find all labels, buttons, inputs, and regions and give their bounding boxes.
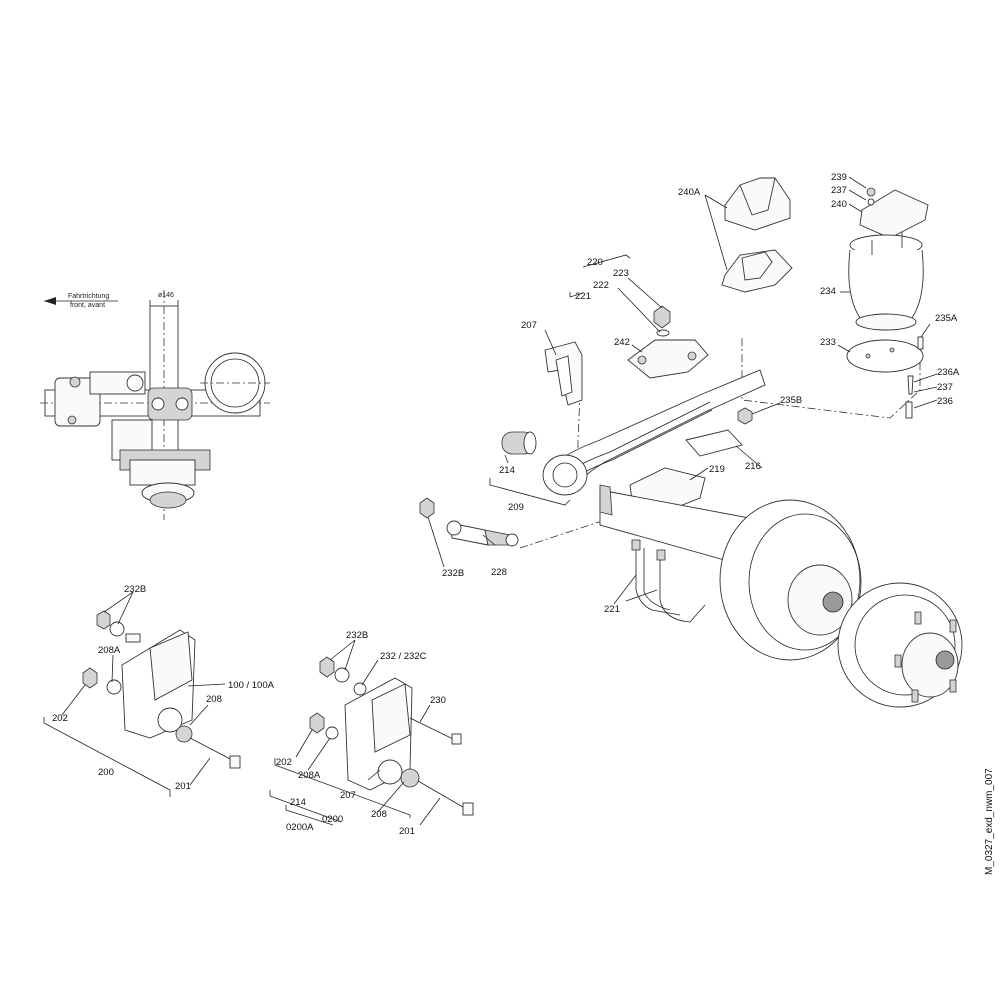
label-232B-left: 232B <box>124 584 146 595</box>
label-200: 200 <box>98 767 114 778</box>
diameter-label: ø146 <box>158 292 174 299</box>
label-201-left: 201 <box>175 781 191 792</box>
part-240-bellow-top-plate <box>859 187 929 239</box>
label-236: 236 <box>937 396 953 407</box>
label-242: 242 <box>614 337 630 348</box>
part-235B-nut <box>737 407 753 425</box>
direction-arrow-icon <box>44 297 118 305</box>
label-208-mid: 208 <box>371 809 387 820</box>
top-view-assembly: Fahrtrichtung front, avant ø146 <box>40 290 270 520</box>
part-235A-bolt <box>917 336 924 350</box>
brake-drum <box>719 499 862 661</box>
label-209: 209 <box>508 502 524 513</box>
label-236A: 236A <box>937 367 960 378</box>
part-233-piston-plate <box>846 339 924 373</box>
bracket-assembly-100 <box>82 610 241 769</box>
label-208-left: 208 <box>206 694 222 705</box>
label-240: 240 <box>831 199 847 210</box>
label-100-100A: 100 / 100A <box>228 680 275 691</box>
label-235A: 235A <box>935 313 958 324</box>
label-202-left: 202 <box>52 713 68 724</box>
label-235B: 235B <box>780 395 802 406</box>
brake-disc-hub <box>837 582 963 708</box>
part-207-hanger-bracket <box>544 341 583 406</box>
part-223-nut <box>653 305 671 329</box>
label-221: 221 <box>575 291 591 302</box>
label-214: 214 <box>499 465 515 476</box>
label-216: 216 <box>745 461 761 472</box>
label-240A: 240A <box>678 187 701 198</box>
part-240A-upper-bracket <box>721 177 793 293</box>
label-230: 230 <box>430 695 446 706</box>
part-221-u-bolts <box>631 539 706 623</box>
label-232B-mid: 232B <box>346 630 368 641</box>
label-207: 207 <box>521 320 537 331</box>
label-208A-left: 208A <box>98 645 121 656</box>
part-228-shock-absorber <box>446 520 519 547</box>
label-233: 233 <box>820 337 836 348</box>
direction-label: Fahrtrichtung <box>68 293 109 300</box>
label-237: 237 <box>831 185 847 196</box>
label-207-mid: 207 <box>340 790 356 801</box>
part-242-saddle-plate <box>627 339 709 379</box>
part-209-leaf-spring <box>542 369 766 496</box>
part-236A-stud <box>907 375 914 395</box>
label-201-mid: 201 <box>399 826 415 837</box>
label-202-mid: 202 <box>276 757 292 768</box>
part-labels: 240A 239 237 240 220 223 222 221 234 235… <box>52 172 960 837</box>
label-0200: 0200 <box>322 814 343 825</box>
label-223: 223 <box>613 268 629 279</box>
label-221-ubolt: 221 <box>604 604 620 615</box>
part-232B-nut-shock <box>419 497 435 519</box>
label-219: 219 <box>709 464 725 475</box>
leader-lines <box>43 176 938 826</box>
label-232-232C: 232 / 232C <box>380 651 427 662</box>
part-214-bush <box>501 431 537 455</box>
direction-label-fr: front, avant <box>70 302 105 309</box>
drawing-id: M_0327_exd_nwm_007 <box>984 768 995 875</box>
part-234-air-bellow <box>848 232 924 331</box>
label-0200A: 0200A <box>286 822 314 833</box>
part-216-pad <box>685 429 743 457</box>
label-228: 228 <box>491 567 507 578</box>
label-222: 222 <box>593 280 609 291</box>
label-232B-shock: 232B <box>442 568 464 579</box>
part-236-bolt <box>905 401 913 419</box>
label-237-lower: 237 <box>937 382 953 393</box>
label-208A-mid: 208A <box>298 770 321 781</box>
label-220: 220 <box>587 257 603 268</box>
label-239: 239 <box>831 172 847 183</box>
bracket-assembly-0200 <box>309 656 474 816</box>
label-214-mid: 214 <box>290 797 306 808</box>
label-234: 234 <box>820 286 836 297</box>
